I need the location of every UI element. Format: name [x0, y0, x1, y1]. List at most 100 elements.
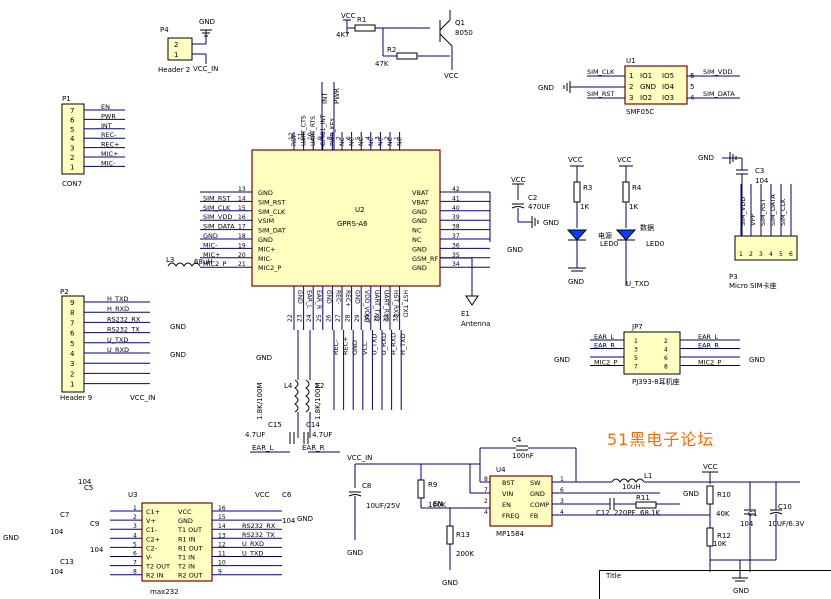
p4-header: 2 1 P4 Header 2 GND VCC_IN [158, 18, 218, 74]
c4-value: 100nF [512, 452, 534, 460]
u3-ref: U3 [128, 491, 138, 499]
u3-left-pin-name: R2 IN [146, 572, 164, 580]
u2-top-pin-number: 7 [336, 136, 343, 140]
u3-left-gnd-label: GND [3, 534, 19, 542]
u2-left-net: MIC2_P [203, 260, 226, 268]
u3-left-pin-name: T2 OUT [145, 563, 170, 571]
l1-value: 10uH [622, 483, 641, 491]
p1-net-label: EN [101, 103, 110, 111]
u2-bottom-net: GND [351, 340, 359, 355]
l3-ref: L3 [166, 256, 174, 264]
u2-left-pin-name: GND [258, 236, 273, 244]
u3-right-pin-name: T2 IN [177, 563, 195, 571]
p4-ref: P4 [160, 26, 169, 34]
u2-left-pin-name: VSIM [258, 217, 274, 225]
u2-bottom-net: U_RXD [380, 333, 388, 355]
u3-right-net: RS232_TX [242, 531, 275, 539]
p2-pin-number: 1 [70, 381, 74, 389]
jp7-left-pin-number: 3 [634, 347, 638, 354]
u4-left-pin-name: EN [502, 501, 511, 509]
jp7-right-net: MIC2_P [698, 359, 721, 367]
u3-left-pin-number: 6 [133, 551, 137, 558]
r10-ref: R10 [717, 491, 731, 499]
p4-vccin-label: VCC_IN [193, 65, 218, 73]
u2-top-pin-number: 2 [384, 136, 391, 140]
u2-right-pin-number: 35 [452, 252, 460, 259]
u3-right-pin-number: 9 [218, 569, 222, 576]
u2-bottom-pin-number: 32 [383, 314, 390, 322]
jp7-audio-jack: JP7 PJ393-8耳机座 1EAR_L3EAR_R57MIC2_P2EAR_… [554, 323, 765, 386]
u2-bottom-pin-number: 22 [287, 314, 294, 322]
u2-top-pin-number: 6 [346, 136, 353, 140]
u2-left-pin-name: SIM_CLK [258, 208, 286, 216]
p1-pin-number: 1 [70, 163, 74, 171]
u2-bottom-pin-number: 24 [306, 314, 313, 322]
u2-bottom-pin-number: 31 [373, 314, 380, 322]
u4-left-pin-number: 2 [484, 498, 488, 505]
u1-num-2: 2 [629, 83, 633, 91]
p1-ref: P1 [62, 95, 71, 103]
p2-net-label: RS232_RX [107, 315, 141, 323]
p2-net-label: U_TXD [107, 336, 128, 344]
p2-pin-number: 2 [70, 370, 74, 378]
u4-right-pin-name: GND [530, 490, 545, 498]
l3-inductor: L3 68uH [166, 256, 213, 267]
u2-bottom-pin-number: 28 [345, 314, 352, 322]
u2-bottom-net: H_RXD [390, 333, 398, 355]
c9-ref: C9 [90, 520, 99, 528]
u4-left-pin-name: BST [502, 479, 514, 487]
r1-value: 4K7 [336, 31, 350, 39]
c13-value: 104 [50, 568, 64, 576]
jp7-name: PJ393-8耳机座 [632, 377, 680, 386]
u3-right-pin-name: R1 IN [178, 535, 196, 543]
u2-top-pin-name: UART_RTS [310, 116, 317, 146]
u2-left-net: GND [203, 232, 218, 240]
jp7-ref: JP7 [631, 323, 643, 331]
p3-net: SIM_RST [759, 198, 767, 226]
c14-value: 4.7UF [312, 431, 332, 439]
u3-left-pin-name: C1+ [146, 508, 160, 516]
u2-bottom-pin-name: GND [354, 290, 361, 304]
p3-gnd-label: GND [698, 154, 714, 162]
u3-right-pin-number: 13 [218, 532, 226, 539]
p2-pin-number: 4 [70, 350, 75, 358]
q1-transistor: VCC R1 4K7 R2 47K VCC Q1 8050 [336, 10, 473, 80]
jp7-left-pin-number: 5 [634, 355, 638, 362]
u3-right-pin-name: R1 OUT [178, 544, 203, 552]
u2-bottom-pin-number: 25 [316, 314, 323, 322]
p1-net-label: PWR [101, 112, 116, 120]
u3-left-pin-name: C2- [146, 544, 158, 552]
p3-micro-sim: GND C3 104 P3 Micro SIM卡座 1SIM_VDD2VPP3S… [698, 152, 798, 290]
u2-bottom-pin-number: 29 [354, 314, 361, 322]
r11-value: 68.1K [640, 509, 661, 517]
u1-part: SMF05C [626, 108, 654, 116]
u3-left-pin-number: 1 [133, 505, 137, 512]
q1-vcc-top: VCC [341, 12, 356, 20]
p2-pin-number: 3 [70, 360, 74, 368]
r1-ref: R1 [357, 16, 366, 24]
u2-top-pin-number: 11 [298, 132, 305, 140]
u1-pin-gnd: GND [640, 83, 656, 91]
u2-bottom-pin-name: GND [325, 290, 332, 304]
c7-value: 104 [50, 528, 64, 536]
u4-right-pin-name: COMP [530, 501, 549, 509]
jp7-right-pin-number: 6 [664, 355, 668, 362]
c8-ref: C8 [362, 482, 371, 490]
u4-vcc-label: VCC [703, 463, 718, 471]
p3-name: Micro SIM卡座 [729, 281, 777, 290]
u2-left-pin-name: SIM_RST [258, 198, 286, 206]
u3-left-pin-name: V+ [146, 517, 156, 525]
u2-left-net: SIM_VDD [203, 213, 232, 221]
u2-right-gnd-label: GND [507, 246, 523, 254]
r2-value: 47K [375, 60, 389, 68]
led1-caption: 电源 [598, 231, 612, 240]
u1-num-5: 5 [690, 83, 694, 91]
c6-value: 104 [282, 517, 296, 525]
u3-right-pin-name: T1 IN [177, 554, 195, 562]
u2-left-pin-number: 20 [238, 252, 246, 259]
q1-vcc-bottom: VCC [444, 72, 459, 80]
p2-pin-number: 7 [70, 319, 74, 327]
u4-right-pin-name: SW [530, 479, 541, 487]
